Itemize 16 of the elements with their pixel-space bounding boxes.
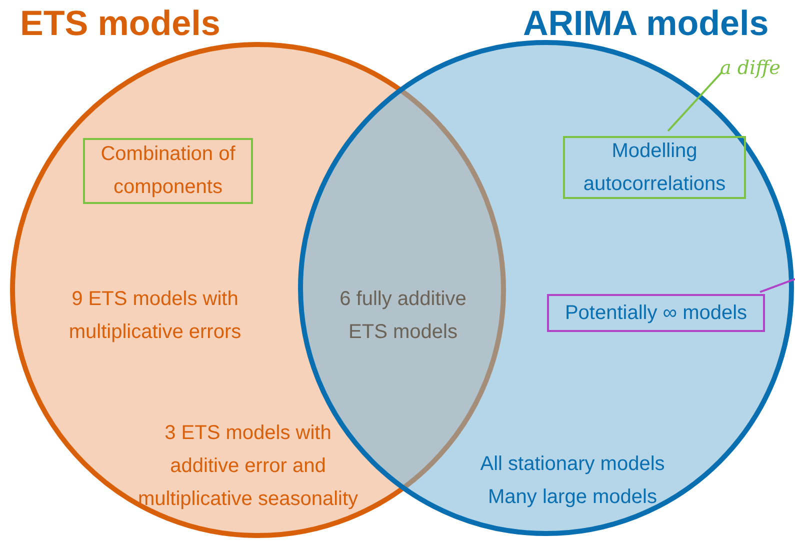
highlight-box: [83, 138, 253, 204]
highlight-box: [547, 294, 765, 332]
box-text: Potentially ∞ models: [564, 300, 748, 326]
set-title: ETS models: [20, 5, 220, 43]
box-text: Combination of components: [100, 142, 236, 200]
handwritten-note: a diffe: [720, 54, 795, 82]
region-text: 9 ETS models with multiplicative errors: [68, 287, 242, 345]
leader-line: [760, 278, 795, 293]
region-text: 3 ETS models with additive error and multiplicative seasonality: [136, 421, 360, 512]
region-text: Many large models: [487, 485, 658, 510]
set-title: ARIMA models: [523, 5, 769, 43]
region-text: 6 fully additive ETS models: [338, 287, 468, 345]
box-text: Modelling autocorrelations: [582, 138, 727, 196]
region-text: All stationary models: [479, 452, 666, 477]
highlight-box: [563, 136, 746, 199]
leader-line: [667, 71, 723, 132]
